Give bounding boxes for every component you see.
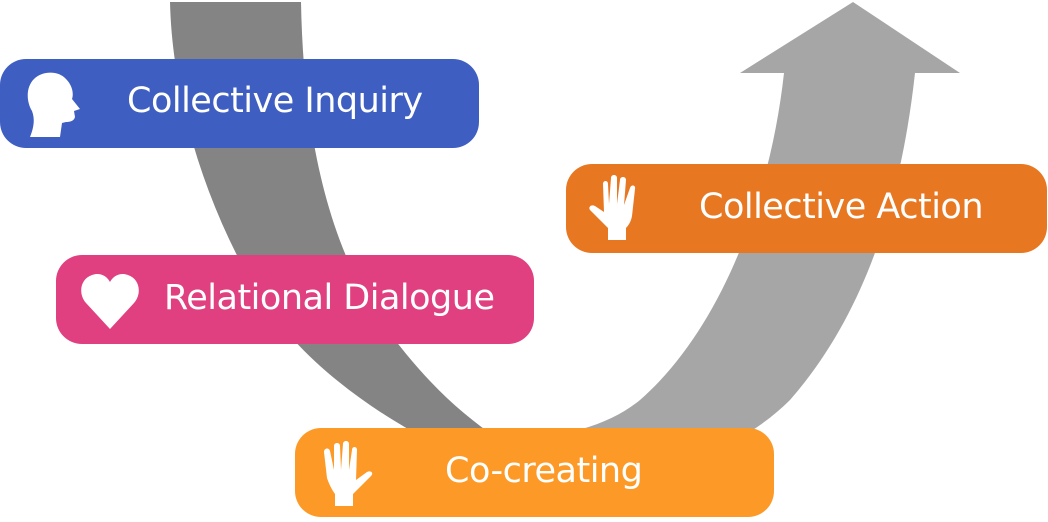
heart-icon xyxy=(81,273,139,329)
stage-label: Collective Action xyxy=(699,187,984,227)
head-icon xyxy=(27,72,80,137)
stage-relational-dialogue: Relational Dialogue xyxy=(56,255,534,344)
arrow-right-band xyxy=(470,73,915,480)
arrowhead xyxy=(740,2,960,73)
stage-collective-action: Collective Action xyxy=(566,164,1047,253)
stage-label: Collective Inquiry xyxy=(127,81,423,121)
stage-co-creating: Co-creating xyxy=(295,428,774,517)
hand-icon xyxy=(324,441,373,506)
stage-label: Relational Dialogue xyxy=(164,278,495,318)
stage-label: Co-creating xyxy=(445,451,643,491)
stage-collective-inquiry: Collective Inquiry xyxy=(0,59,479,148)
hand-icon xyxy=(589,175,636,240)
